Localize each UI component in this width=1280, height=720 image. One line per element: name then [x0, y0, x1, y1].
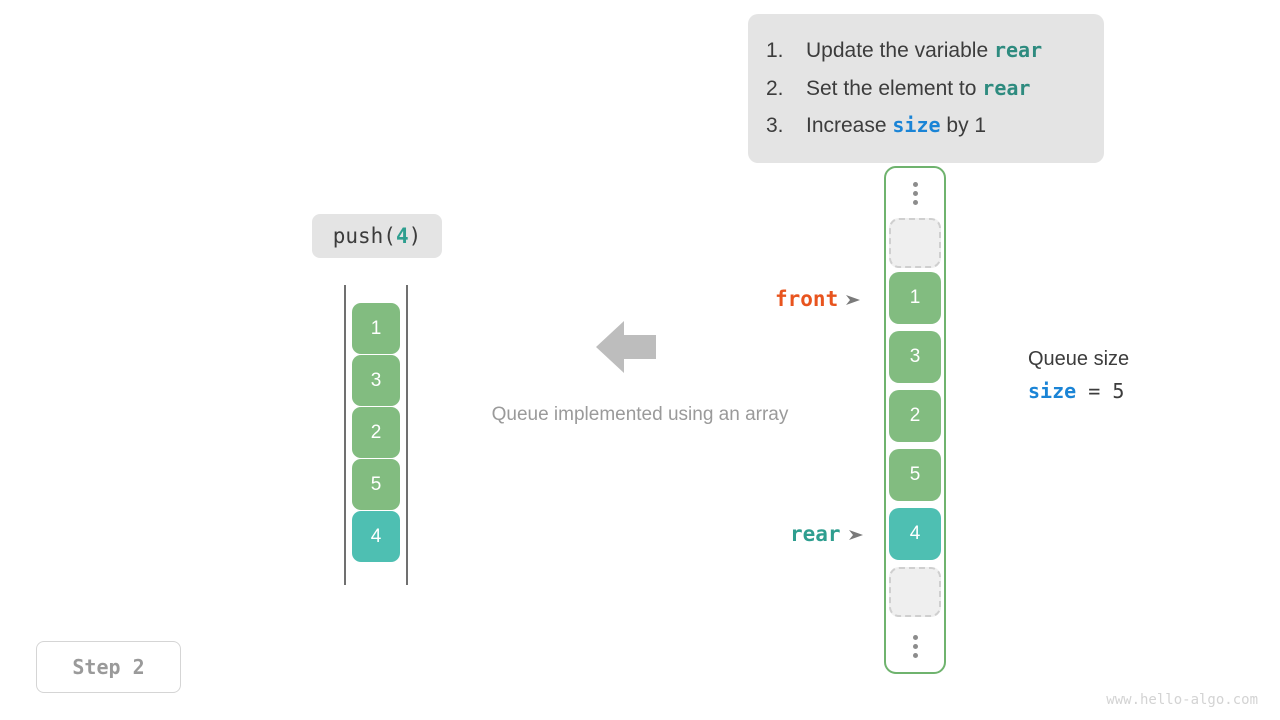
arrow-right-icon: [848, 522, 865, 546]
instruction-text: Increase size by 1: [806, 107, 1084, 145]
queue-slot-empty-bottom: [889, 567, 941, 617]
instruction-code-rear: rear: [993, 38, 1043, 62]
array-cell: 3: [352, 355, 400, 406]
queue-cell: 1: [889, 272, 941, 324]
instruction-text: Update the variable rear: [806, 32, 1084, 70]
pointer-front-label: front: [775, 287, 839, 311]
array-column: 1 3 2 5 4: [344, 285, 410, 585]
pointer-rear: rear: [790, 522, 865, 546]
instruction-suffix: by 1: [940, 114, 987, 137]
instruction-item: 3. Increase size by 1: [766, 107, 1084, 145]
step-badge: Step 2: [36, 641, 181, 693]
instruction-number: 3.: [766, 114, 784, 137]
operation-argument: 4: [395, 224, 409, 248]
queue-size-info: Queue size size = 5: [1028, 344, 1129, 408]
pointer-rear-label: rear: [790, 522, 841, 546]
vertical-ellipsis-icon-bottom: [912, 621, 918, 671]
instruction-code-size: size: [892, 113, 941, 137]
instruction-prefix: Update the variable: [806, 39, 994, 62]
arrow-right-icon: [846, 287, 862, 311]
array-cell-new: 4: [352, 511, 400, 562]
queue-container: 1 3 2 5 4: [884, 166, 946, 674]
arrow-left-icon: [596, 321, 656, 373]
instruction-prefix: Set the element to: [806, 76, 983, 100]
pointer-front: front: [775, 287, 862, 311]
vertical-ellipsis-icon-top: [912, 168, 918, 218]
operation-label: push(4): [312, 214, 442, 258]
array-cell: 2: [352, 407, 400, 458]
diagram-caption: Queue implemented using an array: [491, 404, 789, 425]
instruction-number: 2.: [766, 76, 784, 100]
queue-size-expression: size = 5: [1028, 374, 1129, 408]
queue-cell: 3: [889, 331, 941, 383]
array-cell: 5: [352, 459, 400, 510]
instruction-item: 2. Set the element to rear: [766, 70, 1084, 108]
queue-size-title: Queue size: [1028, 348, 1130, 370]
queue-stack: 1 3 2 5 4: [886, 168, 944, 671]
array-rail-right: [406, 285, 408, 585]
queue-slot-empty-top: [889, 218, 941, 268]
operation-name: push(: [332, 224, 396, 248]
queue-cell-new: 4: [889, 508, 941, 560]
array-rail-left: [344, 285, 346, 585]
operation-close-paren: ): [408, 224, 422, 248]
instruction-number: 1.: [766, 39, 784, 62]
array-cells: 1 3 2 5 4: [352, 303, 400, 562]
instruction-item: 1. Update the variable rear: [766, 32, 1084, 70]
instruction-code-rear: rear: [982, 75, 1031, 100]
instruction-prefix: Increase: [806, 114, 893, 137]
queue-cell: 5: [889, 449, 941, 501]
size-value: 5: [1112, 379, 1125, 403]
size-variable: size: [1028, 379, 1077, 403]
queue-cell: 2: [889, 390, 941, 442]
watermark: www.hello-algo.com: [1106, 692, 1258, 708]
instruction-text: Set the element to rear: [806, 70, 1084, 108]
array-cell: 1: [352, 303, 400, 354]
size-equals: =: [1088, 379, 1101, 403]
instructions-panel: 1. Update the variable rear 2. Set the e…: [748, 14, 1104, 163]
